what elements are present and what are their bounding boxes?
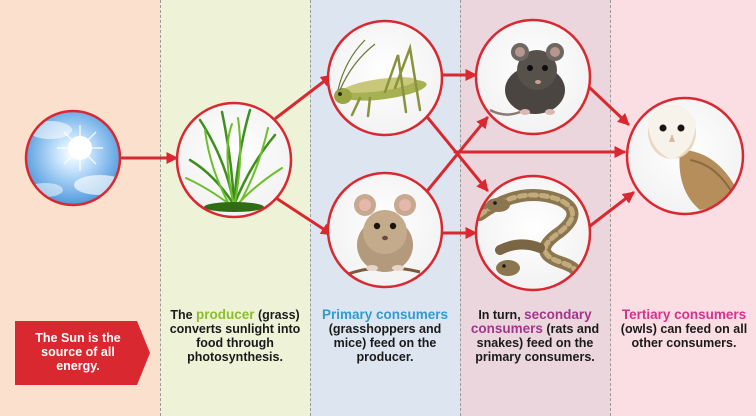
grass-photo — [177, 103, 291, 217]
arrow-grass-to-grasshopper — [276, 76, 331, 118]
producer-caption: The producer (grass) converts sunlight i… — [168, 308, 302, 364]
primary-consumers-label: Primary consumers — [322, 307, 448, 322]
mouse-photo — [328, 173, 442, 287]
owl-photo — [627, 98, 743, 214]
producer-label: producer — [196, 307, 255, 322]
arrow-grass-to-mouse — [276, 198, 331, 234]
arrow-rat-to-owl — [590, 88, 628, 124]
primary-consumers-caption: Primary consumers (grasshoppers and mice… — [318, 308, 452, 364]
arrow-snake-to-owl — [590, 193, 633, 226]
tertiary-consumers-caption-text: (owls) can feed on all other consumers. — [621, 322, 747, 350]
sun-caption: The Sun is the source of all energy. — [21, 331, 135, 373]
tertiary-consumers-label: Tertiary consumers — [622, 307, 746, 322]
rat-photo — [476, 20, 590, 134]
secondary-consumers-caption: In turn, secondary consumers (rats and s… — [464, 308, 606, 364]
sun-photo — [26, 111, 126, 205]
snake-photo — [476, 176, 590, 290]
producer-caption-lead: The — [170, 308, 196, 322]
primary-consumers-caption-text: (grasshoppers and mice) feed on the prod… — [329, 322, 442, 364]
secondary-consumers-caption-lead: In turn, — [478, 308, 524, 322]
grasshopper-photo — [328, 21, 442, 135]
tertiary-consumers-caption: Tertiary consumers (owls) can feed on al… — [618, 308, 750, 350]
sun-energy-note: The Sun is the source of all energy. — [15, 321, 150, 385]
